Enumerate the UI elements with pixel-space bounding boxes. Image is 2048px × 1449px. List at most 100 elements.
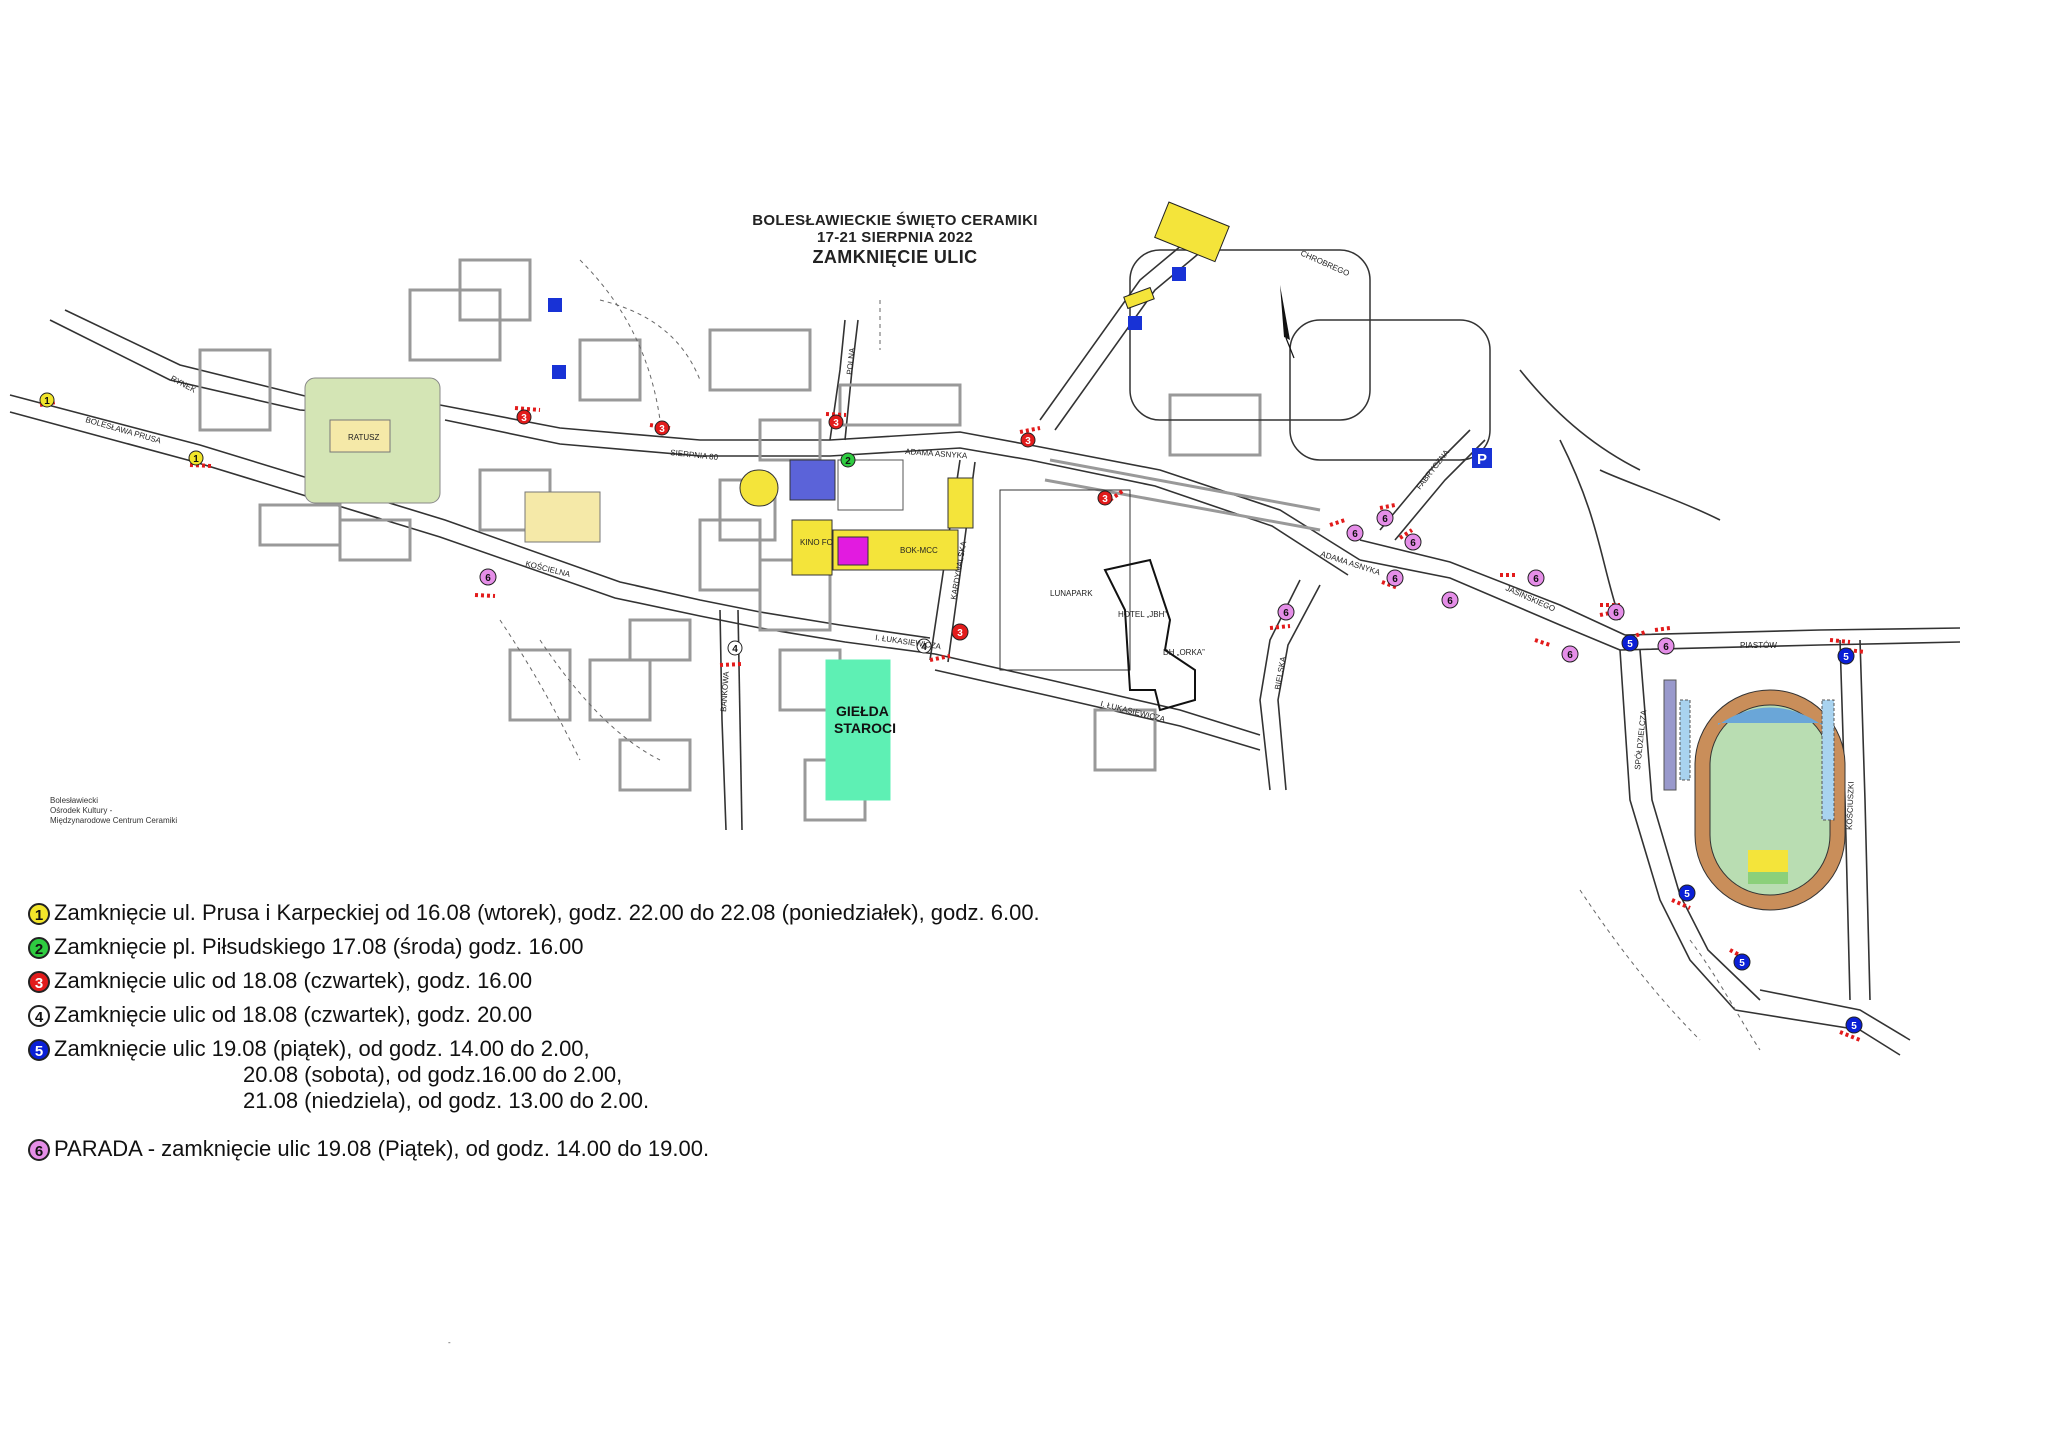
yellow-annex	[947, 477, 974, 529]
street-label-asnyka: ADAMA ASNYKA	[905, 447, 968, 460]
street-label-rynek: RYNEK	[169, 374, 198, 395]
street-label-prusa: BOLESŁAWA PRUSA	[84, 415, 162, 445]
legend-dot-6: 6	[28, 1139, 50, 1162]
street-label-sierpnia: SIERPNIA 80	[670, 448, 719, 462]
lunapark-lot	[999, 489, 1131, 671]
svg-text:3: 3	[833, 418, 839, 429]
parking-label: P	[1477, 451, 1487, 468]
title-line-1: BOLESŁAWIECKIE ŚWIĘTO CERAMIKI	[752, 212, 1038, 229]
hotel-building	[1103, 558, 1196, 712]
svg-text:6: 6	[1447, 596, 1453, 607]
gastronomia-block	[789, 459, 836, 501]
magenta-hall	[837, 536, 869, 566]
svg-text:6: 6	[1382, 514, 1388, 525]
svg-text:4: 4	[921, 642, 927, 653]
legend-row-5-line-3: 21.08 (niedziela), od godz. 13.00 do 2.0…	[243, 1088, 650, 1113]
map-title: BOLESŁAWIECKIE ŚWIĘTO CERAMIKI 17-21 SIE…	[700, 212, 1090, 268]
svg-text:3: 3	[1102, 494, 1108, 505]
svg-text:4: 4	[732, 644, 738, 655]
svg-text:5: 5	[1851, 1021, 1857, 1032]
ratusz-label: RATUSZ	[348, 433, 380, 442]
credit-line-3: Międzynarodowe Centrum Ceramiki	[50, 816, 178, 825]
street-label-lukasiewicza-1: I. ŁUKASIEWICZA	[875, 633, 942, 651]
credit-line-1: Bolesławiecki	[50, 796, 99, 805]
street-label-piastow: PIASTÓW	[1740, 641, 1777, 650]
svg-text:1: 1	[193, 454, 199, 465]
svg-text:6: 6	[1613, 608, 1619, 619]
svg-text:6: 6	[1352, 529, 1358, 540]
svg-text:2: 2	[845, 456, 851, 467]
park-paths	[499, 259, 1761, 1051]
svg-text:3: 3	[659, 424, 665, 435]
legend-dot-3: 3	[28, 971, 50, 994]
svg-text:3: 3	[957, 628, 963, 639]
svg-text:6: 6	[1663, 642, 1669, 653]
legend-text-2: Zamknięcie pl. Piłsudskiego 17.08 (środa…	[54, 934, 584, 959]
legend-dot-1: 1	[28, 903, 50, 926]
lot-ne-1	[1129, 249, 1371, 421]
svg-text:6: 6	[1410, 538, 1416, 549]
round-stage	[739, 469, 779, 507]
legend-text-6: PARADA - zamknięcie ulic 19.08 (Piątek),…	[54, 1136, 710, 1161]
title-line-2: 17-21 SIERPNIA 2022	[816, 229, 974, 246]
svg-text:1: 1	[44, 396, 50, 407]
parking-sign	[1472, 448, 1492, 468]
street-label-lukasiewicza-2: I. ŁUKASIEWICZA	[1100, 699, 1167, 724]
street-label-fabryczna: FABRYCZNA	[1414, 447, 1451, 491]
street-label-spoldzielcza: SPÓŁDZIELCZA	[1633, 709, 1648, 770]
street-label-jasinskiego: JASIŃSKIEGO	[1504, 584, 1556, 614]
legend-row-5-line-2: 20.08 (sobota), od godz.16.00 do 2.00,	[243, 1062, 623, 1087]
svg-text:5: 5	[1739, 958, 1745, 969]
legend-dot-2: 2	[28, 937, 50, 960]
gielda-market	[825, 659, 891, 801]
svg-text:6: 6	[1283, 608, 1289, 619]
legend-text-1: Zamknięcie ul. Prusa i Karpeckiej od 16.…	[54, 900, 1040, 925]
kino-forum-label: KINO FORUM	[800, 538, 851, 547]
legend-text-5: Zamknięcie ulic 19.08 (piątek), od godz.…	[54, 1036, 590, 1061]
hotel-label: HOTEL „JBH”	[1118, 610, 1167, 619]
plac-area	[837, 459, 904, 511]
svg-text:5: 5	[1627, 639, 1633, 650]
street-label-bielska: BIELSKA	[1273, 655, 1288, 690]
street-network	[9, 229, 1961, 1056]
legend-dot-4: 4	[28, 1005, 50, 1028]
legend-text-4: Zamknięcie ulic od 18.08 (czwartek), god…	[54, 1002, 533, 1027]
north-arrow-icon	[1280, 285, 1295, 359]
building-outlines	[198, 258, 1321, 822]
church	[524, 491, 601, 543]
svg-text:6: 6	[1567, 650, 1573, 661]
legend-text-3: Zamknięcie ulic od 18.08 (czwartek), god…	[54, 968, 533, 993]
lot-ne-2	[1289, 319, 1491, 461]
stadium	[1663, 679, 1846, 911]
legend-dot-5: 5	[28, 1039, 50, 1062]
publisher-credit: Bolesławiecki Ośrodek Kultury - Międzyna…	[50, 796, 177, 826]
lunapark-label: LUNAPARK	[1050, 589, 1093, 598]
credit-line-2: Ośrodek Kultury -	[50, 806, 113, 815]
street-label-chrobrego: CHROBREGO	[1299, 249, 1351, 279]
gielda-label-1: GIEŁDA	[836, 703, 889, 719]
gielda-label-2: STAROCI	[834, 720, 896, 736]
svg-text:3: 3	[521, 413, 527, 424]
stray-mark: -	[448, 1338, 451, 1347]
bok-mcc-label: BOK-MCC	[900, 546, 938, 555]
dh-orka-label: DH „ORKA”	[1163, 648, 1205, 657]
svg-text:3: 3	[1025, 436, 1031, 447]
closure-markers: 1 1 2 3 3 3 3 3 3 4 4 5 5 5 5 5 6 6 6 6 …	[39, 392, 1863, 1034]
kino-forum-building	[791, 519, 833, 576]
svg-text:6: 6	[485, 573, 491, 584]
street-label-bankowa: BANKOWA	[719, 670, 731, 712]
street-label-kosciuszki: KOŚCIUSZKI	[1845, 781, 1856, 830]
svg-text:6: 6	[1392, 574, 1398, 585]
road-sign-icons	[548, 201, 1230, 379]
title-line-3: ZAMKNIĘCIE ULIC	[812, 247, 978, 267]
svg-text:5: 5	[1684, 889, 1690, 900]
svg-text:6: 6	[1533, 574, 1539, 585]
street-label-polna: POLNA	[845, 347, 857, 376]
